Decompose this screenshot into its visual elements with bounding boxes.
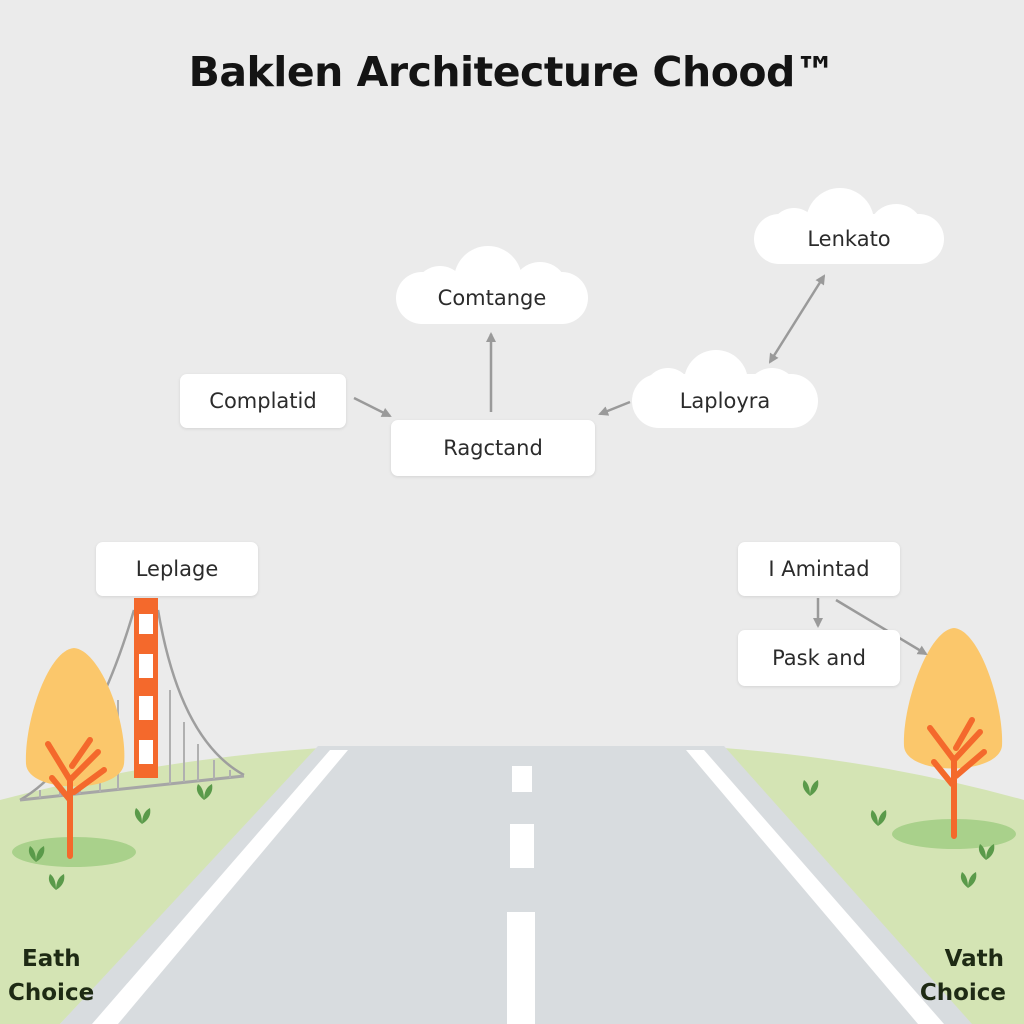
node-lenkato: Lenkato <box>807 227 891 251</box>
label-eath-choice: Eath Choice <box>8 942 94 1010</box>
road-edge-left <box>92 750 348 1024</box>
node-amintad: I Amintad <box>738 542 900 596</box>
road-dash <box>512 766 532 792</box>
cloud-comtange <box>396 246 588 324</box>
arrow-laployra-to-ragctand <box>598 400 631 416</box>
arrow-complatid-to-ragctand <box>353 396 392 418</box>
node-complatid: Complatid <box>180 374 346 428</box>
arrow-amintad-to-tree <box>835 598 928 656</box>
node-laployra: Laployra <box>679 389 771 413</box>
road-dash <box>507 912 535 1024</box>
node-pask-and: Pask and <box>738 630 900 686</box>
tree-right <box>892 628 1016 849</box>
diagram-title: Baklen Architecture Chood™ <box>188 48 836 96</box>
grass-right <box>724 748 1024 1024</box>
road-dash <box>510 824 534 868</box>
tree-left <box>12 648 136 867</box>
grass-left <box>0 748 320 1024</box>
node-comtange: Comtange <box>437 286 547 310</box>
node-leplage: Leplage <box>96 542 258 596</box>
label-vath-choice: Vath Choice <box>920 942 1006 1010</box>
road-edge-right <box>686 750 944 1024</box>
bridge-tower <box>134 598 158 778</box>
plant-sprigs <box>28 780 995 890</box>
label-choice-right: Choice <box>919 980 1006 1006</box>
label-eath: Eath <box>22 946 81 972</box>
cloud-laployra <box>632 350 818 428</box>
arrow-laployra-lenkato <box>768 274 826 364</box>
cloud-lenkato <box>754 188 944 264</box>
node-ragctand: Ragctand <box>391 420 595 476</box>
label-vath: Vath <box>944 946 1004 972</box>
label-choice-left: Choice <box>8 980 95 1006</box>
